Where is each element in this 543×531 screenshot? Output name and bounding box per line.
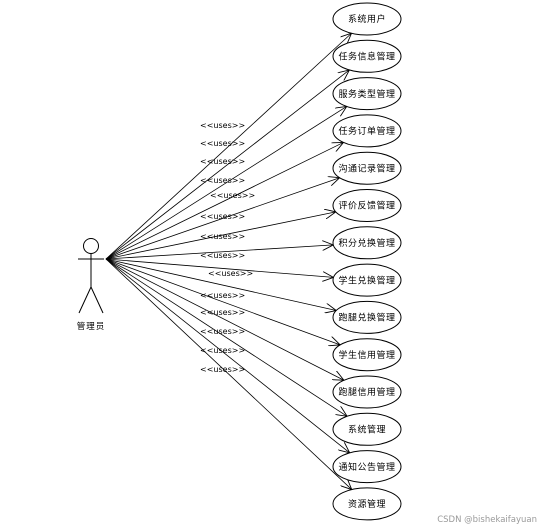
use-case-group: 系统用户任务信息管理服务类型管理任务订单管理沟通记录管理评价反馈管理积分兑换管理… [332, 2, 402, 521]
use-case[interactable]: 系统用户 [332, 2, 402, 36]
use-case-label: 系统管理 [348, 424, 386, 436]
uses-label: <<uses>> [200, 346, 245, 355]
use-case-label: 评价反馈管理 [338, 200, 395, 212]
use-case[interactable]: 跑腿兑换管理 [332, 300, 402, 334]
association-line [105, 258, 350, 453]
use-case[interactable]: 跑腿信用管理 [332, 375, 402, 409]
uses-label: <<uses>> [200, 232, 245, 241]
uses-label: <<uses>> [200, 157, 245, 166]
use-case-label: 沟通记录管理 [338, 162, 395, 174]
watermark-text: CSDN @bishekaifayuan [437, 515, 537, 525]
uses-label: <<uses>> [200, 212, 245, 221]
uses-label: <<uses>> [200, 365, 245, 374]
use-case-ellipse[interactable] [332, 77, 402, 111]
association-line [105, 70, 349, 260]
use-case-label: 跑腿兑换管理 [338, 312, 395, 324]
use-case-ellipse[interactable] [332, 226, 402, 260]
use-case[interactable]: 学生兑换管理 [332, 263, 402, 297]
use-case-label: 通知公告管理 [338, 461, 395, 473]
uses-label: <<uses>> [208, 269, 253, 278]
association-line [105, 33, 352, 260]
use-case-ellipse[interactable] [332, 151, 402, 185]
use-case-label: 积分兑换管理 [338, 237, 395, 249]
use-case[interactable]: 资源管理 [332, 487, 402, 521]
uses-label: <<uses>> [200, 308, 245, 317]
uses-label: <<uses>> [200, 291, 245, 300]
actor-left-leg [78, 286, 92, 314]
association-line [105, 258, 352, 490]
use-case-ellipse[interactable] [332, 300, 402, 334]
use-case[interactable]: 评价反馈管理 [332, 189, 402, 222]
association-line [105, 245, 333, 260]
association-line [105, 258, 347, 416]
uses-label: <<uses>> [210, 191, 255, 200]
use-case[interactable]: 任务订单管理 [332, 114, 402, 148]
use-case-ellipse[interactable] [332, 189, 402, 222]
uses-label: <<uses>> [200, 121, 245, 130]
association-line [105, 258, 340, 345]
association-line [105, 178, 340, 260]
uses-label: <<uses>> [200, 139, 245, 148]
use-case[interactable]: 通知公告管理 [332, 450, 402, 484]
association-line [105, 258, 333, 277]
uses-label: <<uses>> [200, 327, 245, 336]
use-case-ellipse[interactable] [332, 338, 402, 372]
use-case-ellipse[interactable] [332, 114, 402, 148]
use-case-ellipse[interactable] [332, 487, 402, 521]
use-case[interactable]: 积分兑换管理 [332, 226, 402, 260]
use-case-label: 跑腿信用管理 [338, 386, 395, 398]
use-case[interactable]: 沟通记录管理 [332, 151, 402, 185]
association-line [105, 258, 344, 380]
actor-right-leg [90, 286, 104, 314]
association-group [105, 33, 352, 490]
use-case-ellipse[interactable] [332, 412, 402, 446]
use-case-ellipse[interactable] [332, 450, 402, 484]
use-case-label: 系统用户 [348, 13, 386, 25]
use-case[interactable]: 服务类型管理 [332, 77, 402, 111]
uses-label: <<uses>> [200, 251, 245, 260]
use-case-label: 任务订单管理 [338, 125, 395, 137]
uses-label-group: <<uses>> <<uses>> <<uses>> <<uses>> <<uses>>… [200, 121, 255, 374]
actor-label: 管理员 [77, 321, 106, 332]
actor-administrator: 管理员 [77, 238, 106, 332]
use-case-label: 资源管理 [348, 498, 386, 510]
use-case[interactable]: 系统管理 [332, 412, 402, 446]
use-case-label: 学生信用管理 [338, 349, 395, 361]
association-line [105, 258, 336, 311]
uses-label: <<uses>> [200, 176, 245, 185]
association-line [105, 212, 336, 260]
use-case[interactable]: 学生信用管理 [332, 338, 402, 372]
association-line [105, 106, 347, 260]
actor-head [83, 238, 99, 254]
use-case-ellipse[interactable] [332, 263, 402, 297]
association-line [105, 142, 343, 260]
use-case-ellipse[interactable] [332, 375, 402, 409]
use-case[interactable]: 任务信息管理 [332, 39, 402, 73]
use-case-ellipse[interactable] [332, 2, 402, 36]
use-case-label: 学生兑换管理 [338, 274, 395, 286]
use-case-label: 任务信息管理 [338, 51, 395, 63]
use-case-label: 服务类型管理 [338, 88, 395, 100]
use-case-ellipse[interactable] [332, 39, 402, 73]
